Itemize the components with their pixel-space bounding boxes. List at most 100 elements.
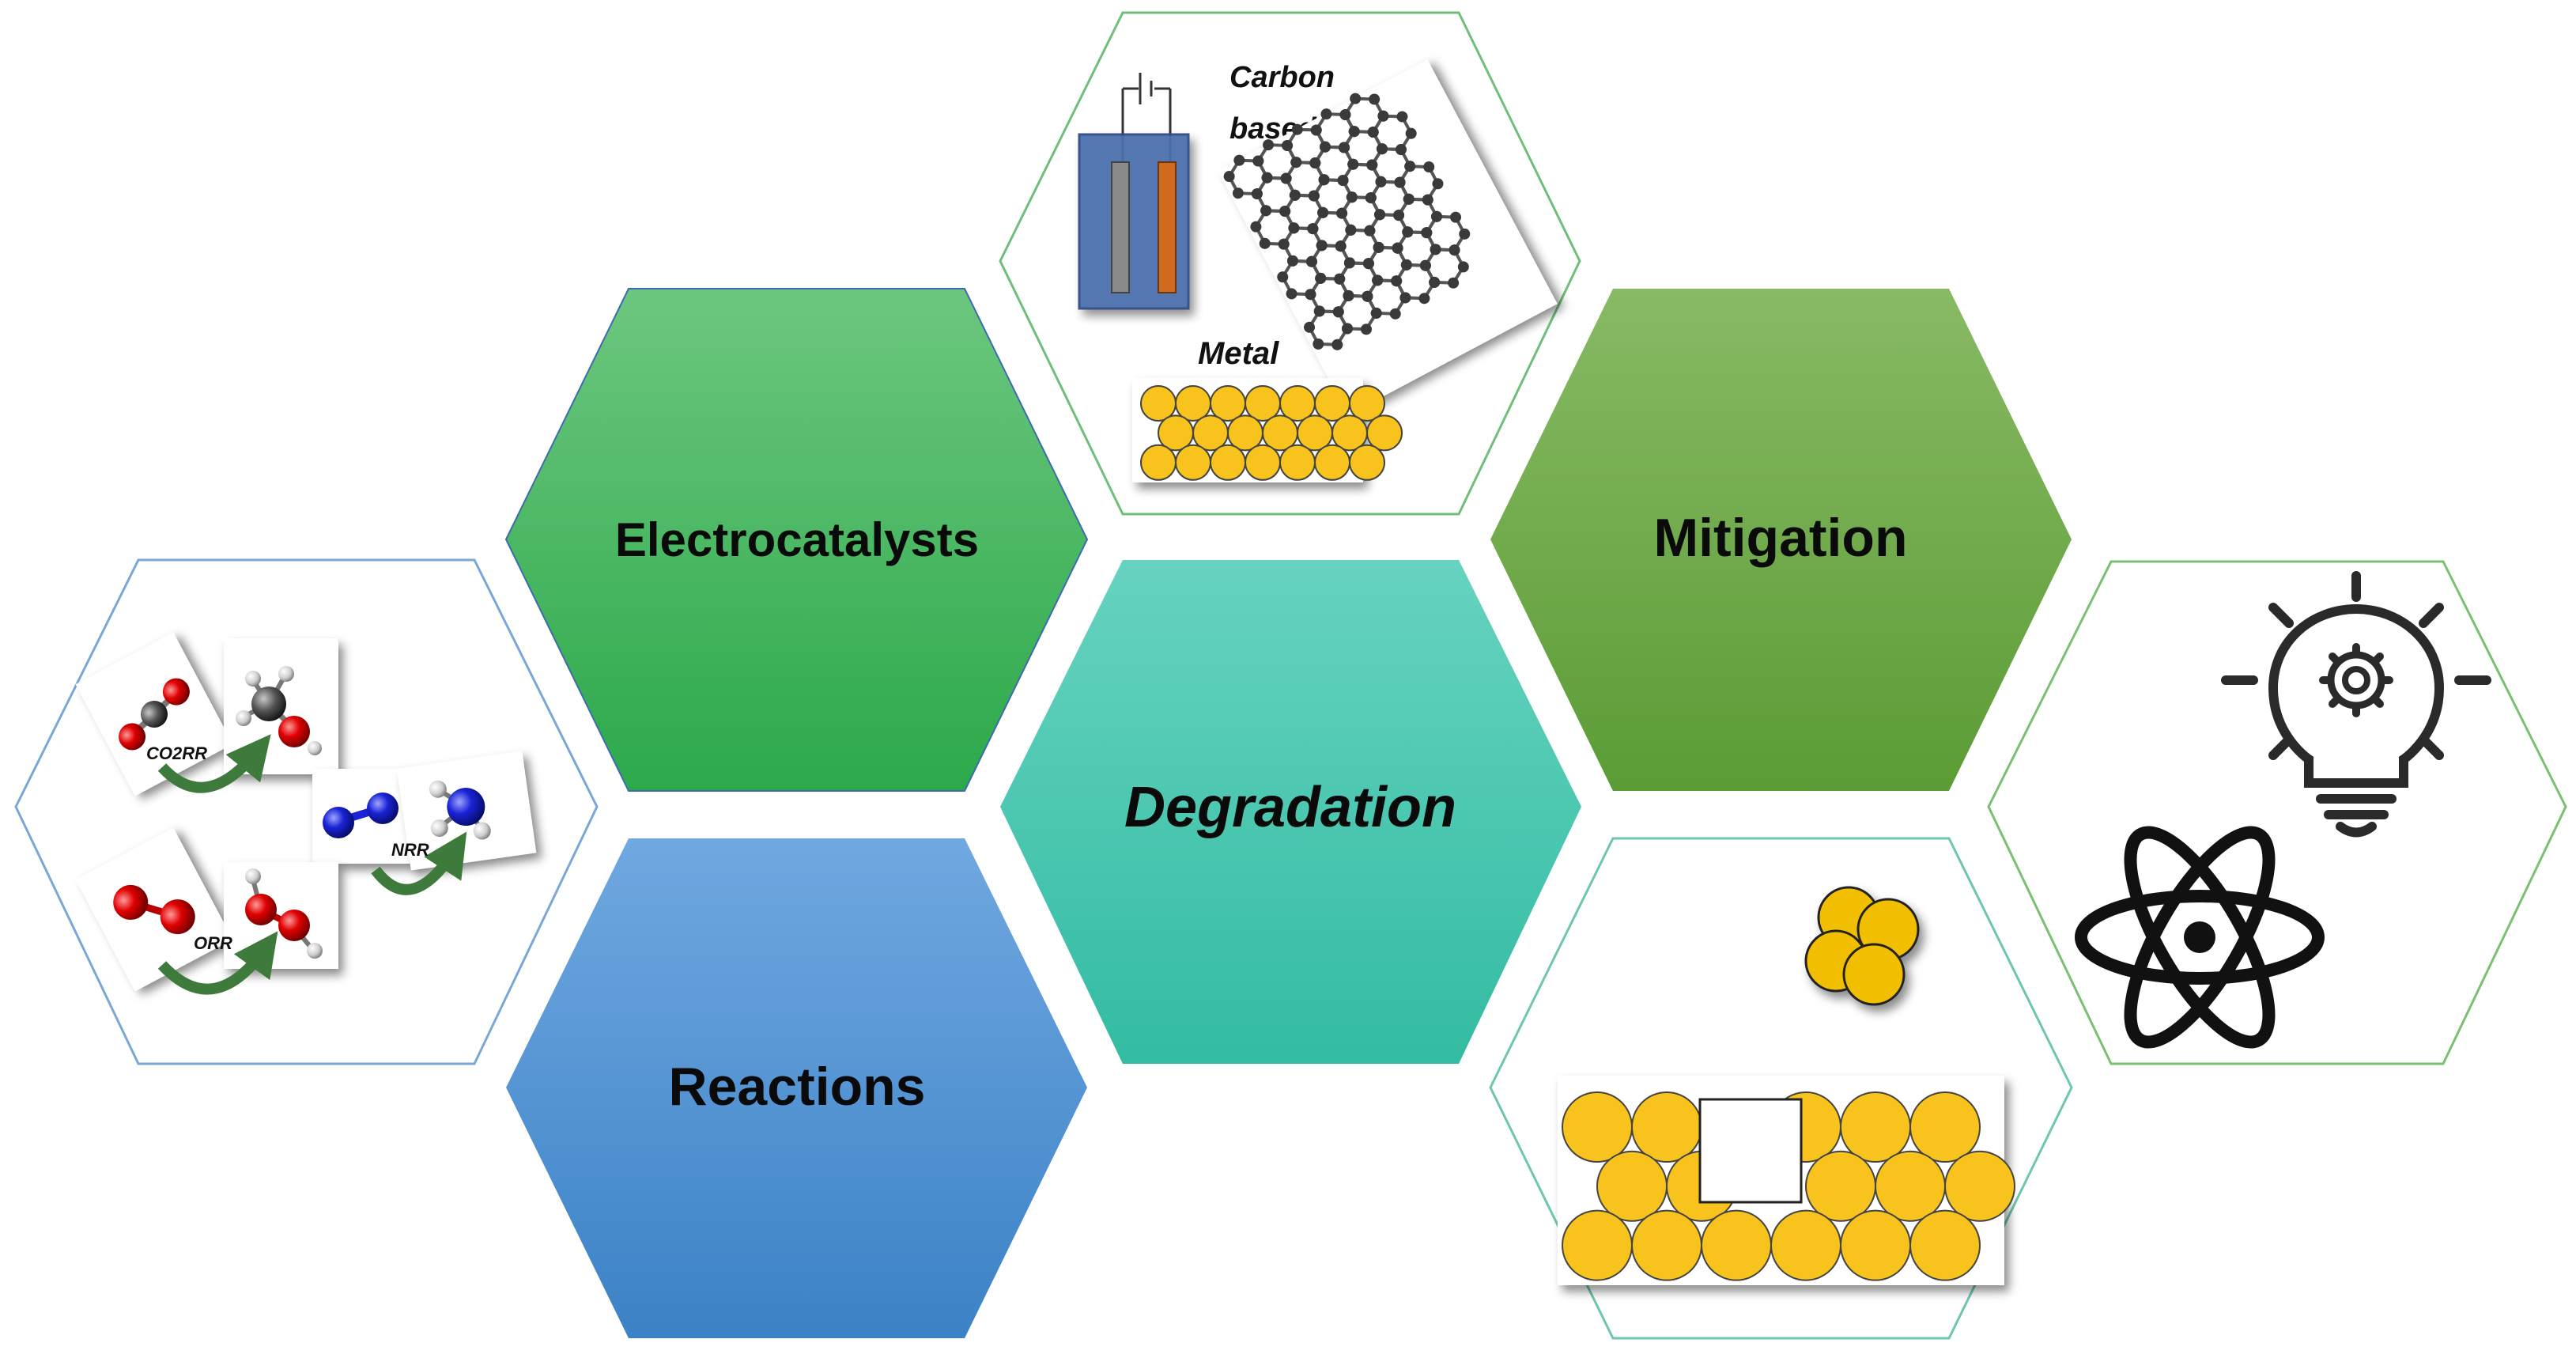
carbon-atom [1396, 111, 1408, 123]
carbon-atom [1337, 175, 1349, 187]
metal-lattice-icon [1132, 378, 1403, 482]
carbon-atom [1261, 172, 1273, 183]
carbon-atom [1372, 274, 1384, 286]
metal-atom [1349, 444, 1385, 481]
metal-atom [1909, 1091, 1981, 1163]
carbon-atom [1418, 293, 1430, 305]
metal-atom [1944, 1150, 2015, 1222]
carbon-atom [1364, 225, 1376, 236]
carbon-atom [1308, 190, 1320, 202]
carbon-atom [1252, 155, 1264, 167]
carbon-atom [1263, 139, 1275, 151]
hex-mitigation: Mitigation [1490, 289, 2072, 791]
metal-atom [1210, 444, 1246, 481]
n2-molecule-icon [312, 769, 415, 864]
carbon-atom [1391, 275, 1403, 287]
carbon-atom [1404, 161, 1416, 172]
hex-reactions-label: Reactions [669, 1057, 926, 1117]
carbon-atom [1419, 259, 1431, 271]
lightbulb-gear-icon [2221, 571, 2491, 838]
electrolysis-cell-icon [1078, 73, 1190, 310]
carbon-atom [1290, 157, 1302, 168]
metal-atom [1314, 444, 1350, 481]
carbon-atom [1278, 238, 1290, 250]
carbon-atom [1232, 187, 1244, 199]
carbon-atom [1422, 194, 1433, 206]
carbon-atom [1289, 189, 1301, 201]
carbon-atom [1280, 172, 1292, 184]
carbon-atom [1288, 222, 1300, 234]
metal-atom [1701, 1209, 1772, 1281]
carbon-atom [1332, 306, 1344, 318]
metal-atom [1596, 1150, 1668, 1222]
carbon-atom [1320, 141, 1331, 153]
carbon-atom [1233, 154, 1245, 166]
carbon-atom [1392, 242, 1403, 254]
carbon-atom [1286, 255, 1298, 267]
carbon-atom [1343, 257, 1355, 269]
carbon-atom [1361, 323, 1373, 335]
carbon-atom [1313, 338, 1324, 350]
metal-atom [1875, 1150, 1946, 1222]
carbon-atom [1403, 193, 1415, 205]
hex-electrocatalysts-label: Electrocatalysts [615, 513, 979, 566]
metal-atom [1140, 444, 1177, 481]
metal-atom [1909, 1209, 1981, 1281]
co2-molecule-icon [75, 632, 233, 796]
carbon-atom [1389, 308, 1401, 320]
carbon-atom [1377, 110, 1389, 122]
carbon-atom [1223, 171, 1235, 183]
carbon-atom [1405, 127, 1417, 139]
carbon-atom [1317, 206, 1329, 218]
carbon-atom [1375, 176, 1387, 187]
carbon-atom [1429, 276, 1441, 288]
carbon-atom [1373, 241, 1384, 253]
carbon-atom [1399, 292, 1411, 304]
carbon-atom [1305, 255, 1317, 267]
carbon-atom [1260, 205, 1272, 217]
carbon-atom [1431, 210, 1443, 222]
detached-atoms-icon [1804, 886, 1920, 1006]
atom-icon [2075, 826, 2325, 1049]
metal-atom [1840, 1209, 1911, 1281]
nrr-arrow [371, 831, 467, 895]
carbon-atom [1457, 261, 1469, 273]
carbon-atom [1250, 221, 1262, 233]
carbon-atom [1374, 209, 1386, 221]
orr-label: ORR [194, 933, 232, 953]
hex-dissolution-panel [1489, 837, 2073, 1340]
metal-atom [1366, 414, 1403, 452]
carbon-atom [1450, 211, 1462, 223]
hex-materials-panel: Carbon based Metal [999, 11, 1581, 516]
carbon-atom [1448, 277, 1460, 289]
vacancy-marker [1698, 1098, 1803, 1204]
carbon-atom [1291, 123, 1303, 135]
carbon-atom [1367, 127, 1379, 138]
carbon-atom [1459, 228, 1471, 240]
carbon-atom [1402, 226, 1414, 238]
nrr-label: NRR [391, 840, 429, 860]
carbon-atom [1343, 289, 1354, 301]
carbon-atom [1277, 271, 1289, 283]
carbon-atom [1394, 176, 1406, 188]
co2rr-arrow [157, 734, 271, 793]
carbon-atom [1347, 158, 1359, 170]
carbon-atom [1362, 290, 1373, 302]
hex-mitigation-label: Mitigation [1653, 508, 1907, 568]
carbon-atom [1251, 188, 1263, 200]
carbon-atom [1369, 93, 1381, 105]
carbon-atom [1259, 237, 1271, 249]
carbon-atom [1315, 272, 1327, 284]
metal-label: Metal [1198, 336, 1279, 371]
metal-atom [1245, 444, 1281, 481]
carbon-atom [1339, 142, 1350, 153]
carbon-atom [1423, 161, 1435, 173]
carbon-atom [1348, 126, 1360, 138]
metal-atom [1840, 1091, 1911, 1163]
dissolution-lattice-icon [1558, 1076, 2015, 1285]
carbon-atom [1430, 244, 1441, 255]
carbon-atom [1286, 288, 1297, 300]
carbon-atom [1334, 273, 1346, 285]
carbon-atom [1305, 289, 1316, 301]
